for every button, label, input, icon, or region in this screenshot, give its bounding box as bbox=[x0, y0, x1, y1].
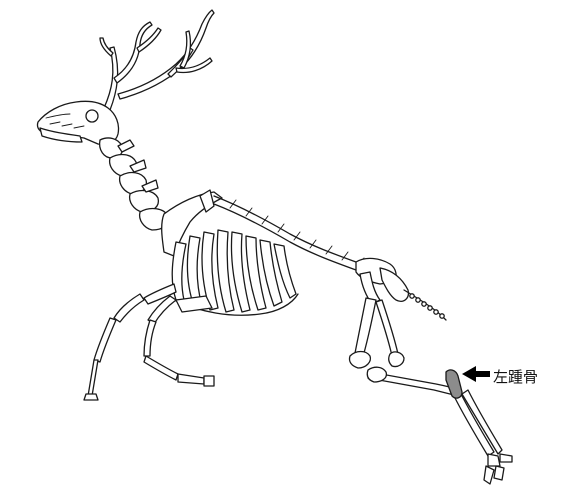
antlers bbox=[100, 10, 214, 110]
calcaneus-label: 左踵骨 bbox=[493, 366, 538, 387]
cervical-vertebrae bbox=[100, 138, 169, 230]
hindlimbs bbox=[349, 298, 512, 484]
left-arrow-icon bbox=[462, 366, 490, 382]
ribcage bbox=[172, 230, 298, 315]
